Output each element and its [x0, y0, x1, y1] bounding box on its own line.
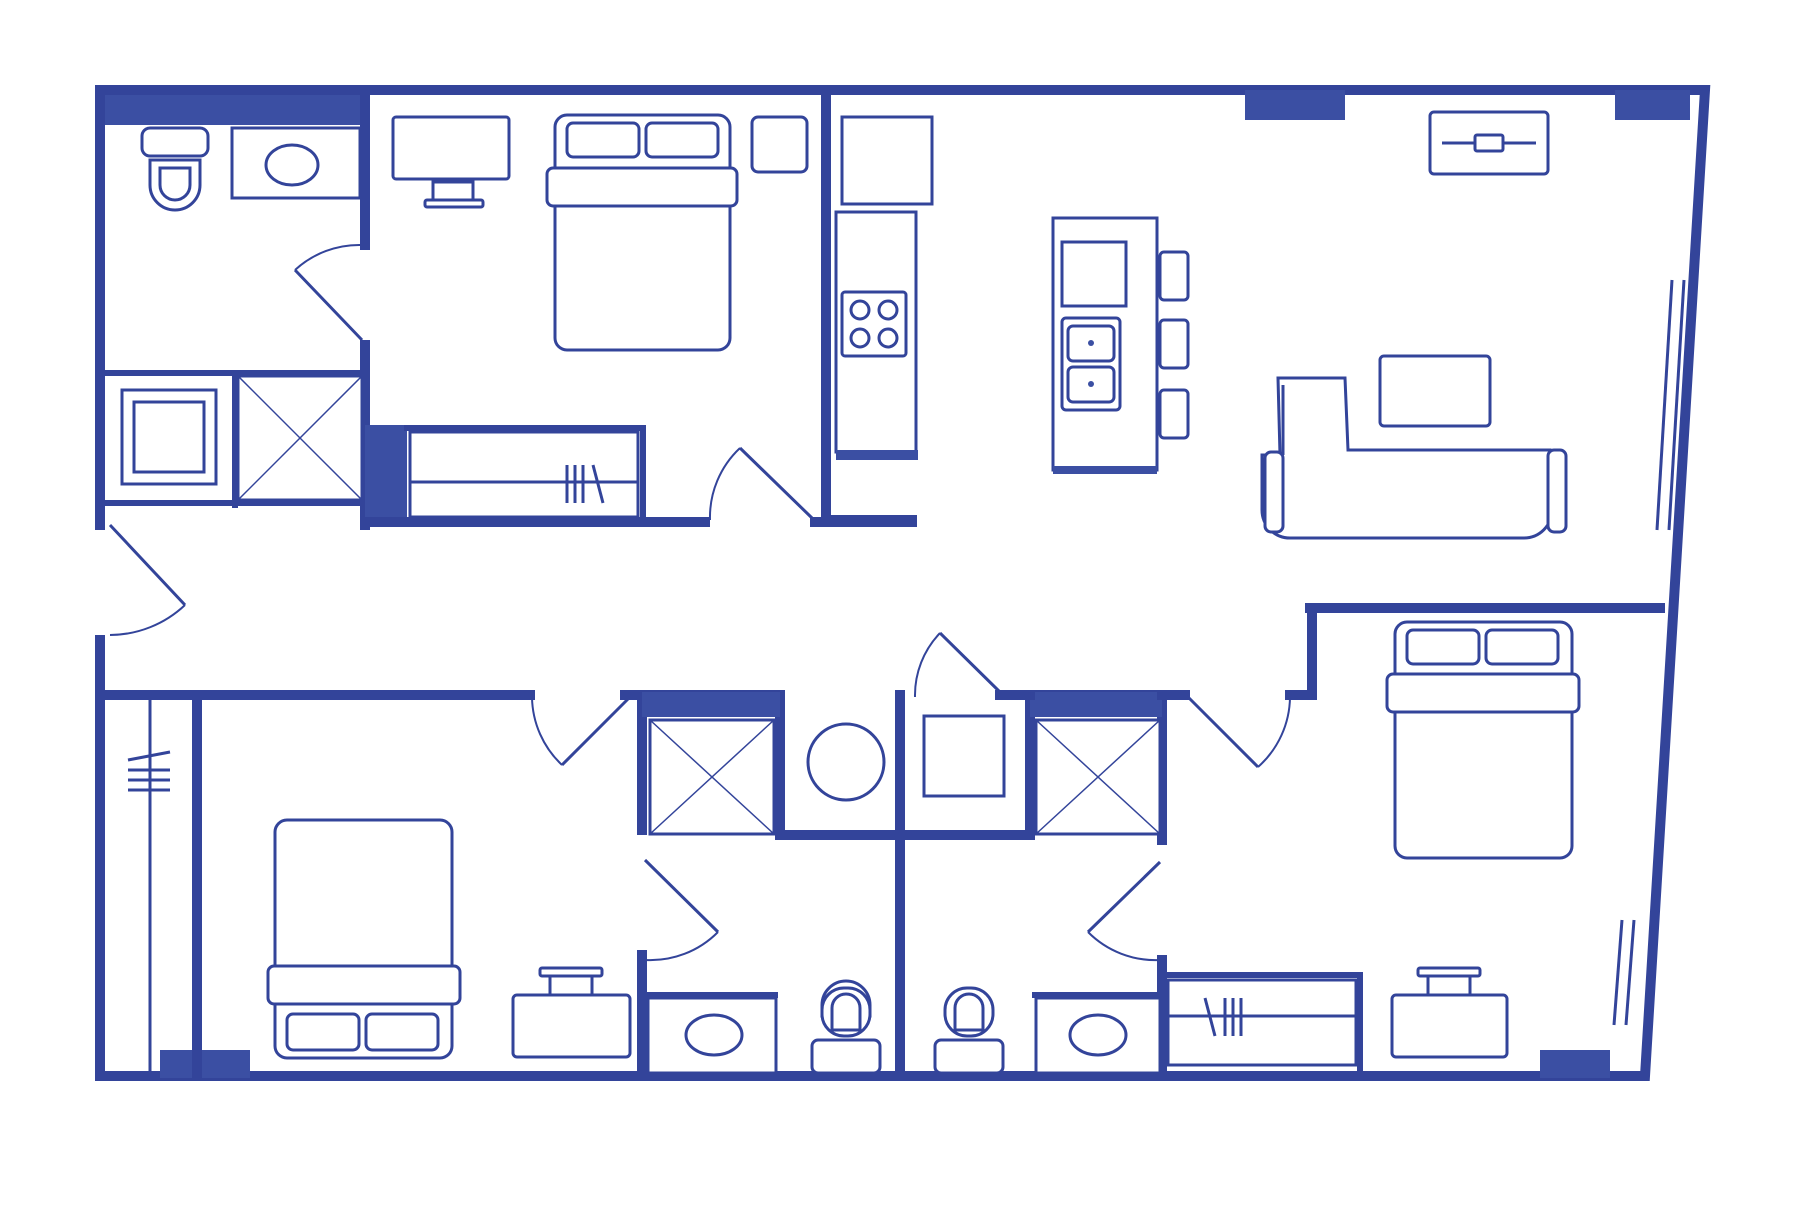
- closet-rod-icon: [127, 700, 199, 1072]
- bathroom-3: [922, 714, 1162, 1075]
- door-bath3: [1086, 860, 1162, 962]
- double-sink-icon: [1060, 316, 1122, 412]
- washer-icon: [922, 714, 1006, 798]
- window-lower-a: [1612, 919, 1624, 1026]
- refrigerator-icon: [840, 115, 934, 206]
- doors: [108, 243, 1291, 962]
- bar-stool-icon: [1158, 250, 1190, 440]
- desk-icon: [391, 115, 511, 209]
- closet-rod-icon: [1166, 974, 1358, 1067]
- nightstand-icon: [750, 115, 809, 174]
- closet-rod-icon: [408, 428, 640, 519]
- exterior-walls: [95, 85, 1711, 1081]
- door-bed3: [1186, 695, 1291, 769]
- interior-walls: [100, 90, 1665, 1081]
- bathroom-corner-block: [105, 95, 360, 125]
- toilet-icon: [810, 979, 882, 1075]
- window-lower-b: [1624, 919, 1636, 1026]
- bed-icon: [266, 818, 462, 1060]
- door-bed2: [531, 695, 632, 767]
- sink-vanity-icon: [646, 996, 778, 1075]
- toilet-icon: [933, 986, 1005, 1075]
- bed-icon: [1385, 620, 1581, 860]
- kitchen: [831, 115, 1190, 525]
- door-closet-mid: [913, 631, 1007, 699]
- tv-console-icon: [1428, 110, 1550, 176]
- top-wall-header-left: [1245, 90, 1345, 120]
- toilet-icon: [140, 126, 210, 212]
- sink-vanity-icon: [1034, 996, 1162, 1075]
- bed-icon: [545, 113, 739, 352]
- windows: [1612, 279, 1686, 1026]
- coffee-table-icon: [1378, 354, 1492, 428]
- top-wall-header-right: [1615, 90, 1690, 120]
- shower-icon: [1034, 718, 1162, 836]
- bathroom-1: [120, 126, 364, 502]
- desk-icon: [511, 966, 632, 1059]
- exterior-wall-top: [95, 85, 1711, 1081]
- window-upper-a: [1655, 279, 1674, 531]
- sectional-sofa-icon: [1260, 376, 1568, 540]
- washer-icon: [120, 388, 218, 486]
- header-shower3: [1030, 692, 1162, 717]
- header-shower2: [642, 692, 780, 717]
- bedroom-2: [127, 700, 632, 1072]
- living-room: [1260, 110, 1568, 540]
- door-bath2: [643, 858, 720, 962]
- desk-icon: [1390, 966, 1509, 1059]
- bottom-wall-header-right: [1540, 1050, 1610, 1078]
- bedroom-1: [391, 113, 809, 519]
- shower-icon: [648, 718, 776, 836]
- stove-icon: [840, 290, 908, 358]
- round-sink-icon: [806, 722, 886, 802]
- bathroom-2: [646, 718, 886, 1075]
- bedroom-3: [1166, 620, 1581, 1067]
- shower-icon: [236, 374, 364, 502]
- door-entry: [108, 523, 187, 636]
- door-bed1: [708, 446, 814, 521]
- counter-icon: [831, 210, 918, 525]
- column-block-left: [365, 425, 407, 520]
- bottom-wall-header-left: [160, 1050, 250, 1078]
- window-upper-b: [1667, 279, 1686, 531]
- sink-vanity-icon: [230, 126, 362, 200]
- door-bath1: [293, 243, 364, 342]
